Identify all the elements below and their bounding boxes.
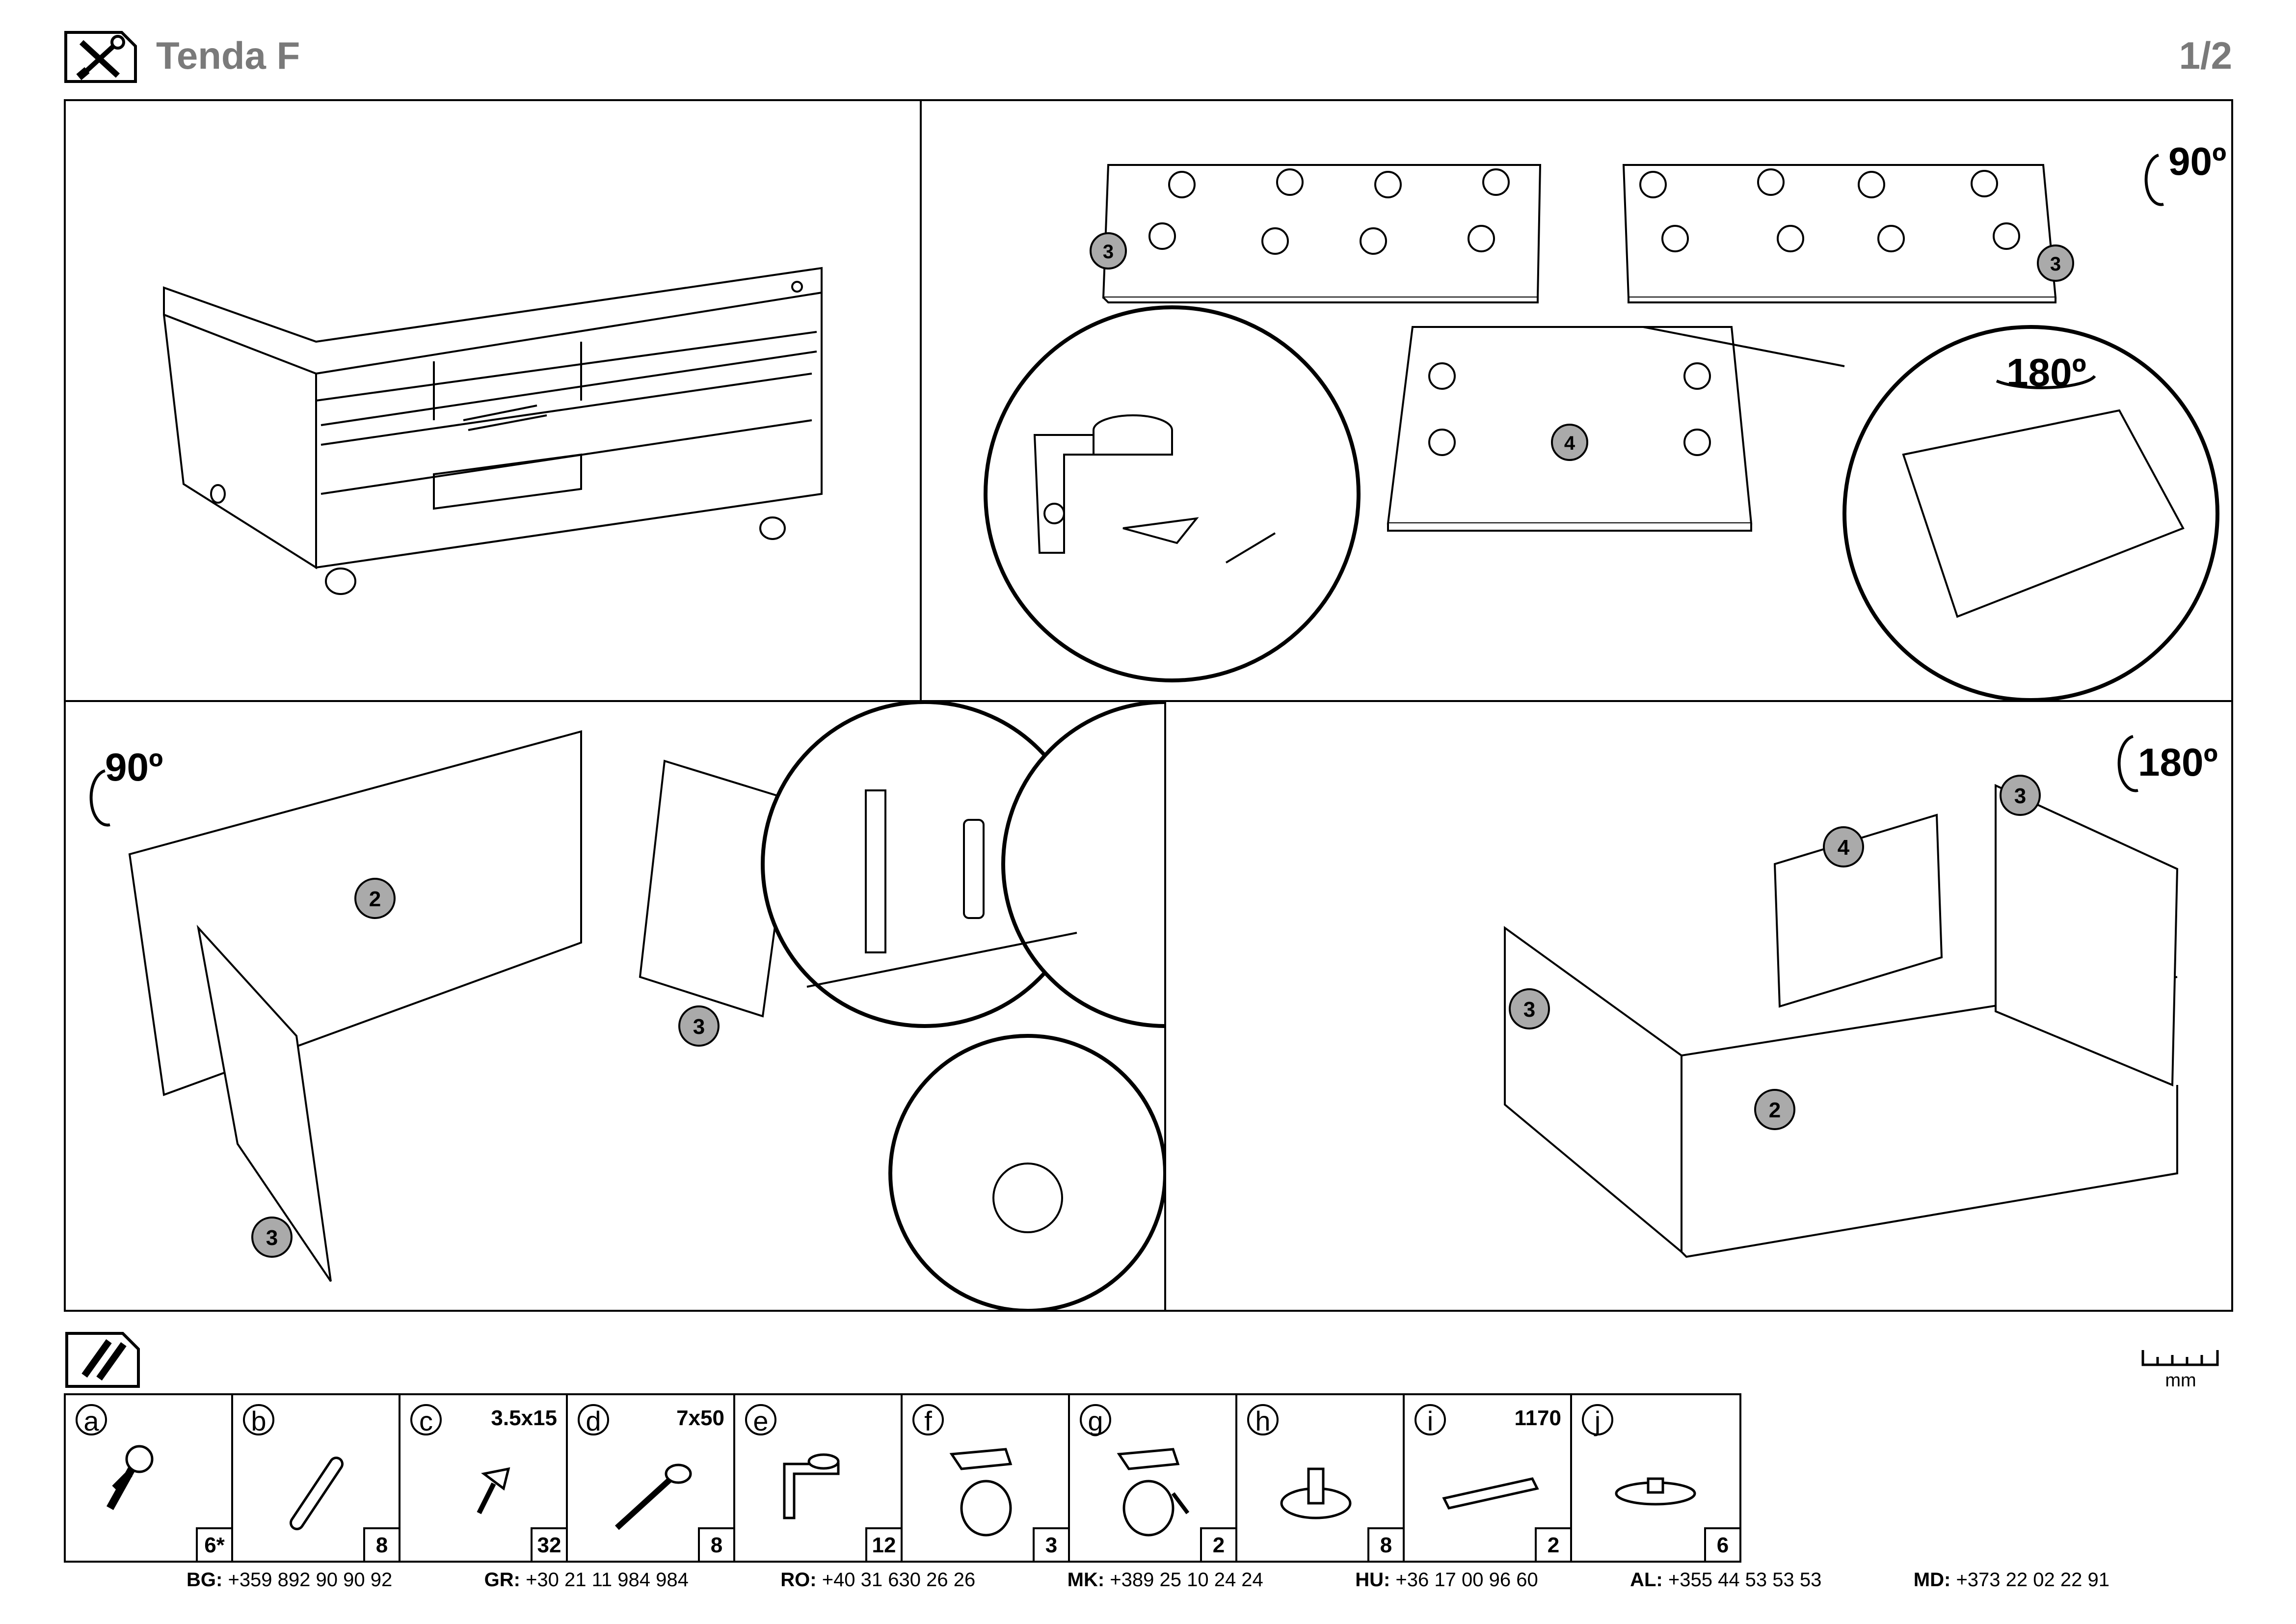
contact-item: MK: +389 25 10 24 24 (1068, 1569, 1263, 1591)
rotate-180-label: 180º (2006, 351, 2086, 394)
contact-phone: +30 21 11 984 984 (526, 1569, 689, 1591)
part-quantity: 2 (1200, 1527, 1235, 1561)
part-cell-d: d 7x50 8 (568, 1395, 735, 1561)
part-cell-a: a 6* (66, 1395, 233, 1561)
svg-text:3: 3 (693, 1015, 705, 1039)
part-cell-e: e 12 (735, 1395, 903, 1561)
part-dimension: 1170 (1514, 1406, 1561, 1430)
contact-code: MK: (1067, 1569, 1105, 1591)
contact-item: RO: +40 31 630 26 26 (780, 1569, 975, 1591)
contact-code: HU: (1355, 1569, 1390, 1591)
part-quantity: 8 (698, 1527, 733, 1561)
part-letter: e (745, 1404, 776, 1436)
part-letter: d (578, 1404, 609, 1436)
contact-code: BG: (187, 1569, 223, 1591)
part-g-icon (1117, 1448, 1190, 1537)
part-quantity: 6* (196, 1527, 231, 1561)
contact-code: GR: (484, 1569, 520, 1591)
rotate-180-label-2: 180º (2138, 740, 2218, 784)
part-quantity: 6 (1704, 1527, 1739, 1561)
svg-text:4: 4 (1564, 433, 1575, 454)
part-quantity: 3 (1033, 1527, 1068, 1561)
panel-step-brackets: 3 3 4 (920, 99, 2233, 702)
part-quantity: 8 (1367, 1527, 1403, 1561)
panel-step-assembly: 4 3 3 2 180º (1164, 700, 2233, 1312)
rotate-90-label-2: 90º (105, 745, 163, 789)
svg-text:3: 3 (2050, 253, 2061, 275)
part-letter: f (912, 1404, 944, 1436)
page-number: 1/2 (2179, 34, 2232, 77)
svg-text:3: 3 (2014, 784, 2026, 808)
scale-unit: mm (2165, 1370, 2196, 1389)
tools-icon (64, 30, 137, 86)
contact-code: RO: (780, 1569, 817, 1591)
part-cell-c: c 3.5x15 32 (400, 1395, 568, 1561)
contact-item: BG: +359 892 90 90 92 (187, 1569, 392, 1591)
contact-item: AL: +355 44 53 53 53 (1630, 1569, 1821, 1591)
part-quantity: 32 (531, 1527, 566, 1561)
part-e-icon (783, 1453, 840, 1519)
contact-phone: +36 17 00 96 60 (1395, 1569, 1538, 1591)
contact-phone: +359 892 90 90 92 (228, 1569, 393, 1591)
part-quantity: 8 (363, 1527, 399, 1561)
screws-icon (65, 1331, 140, 1391)
part-cell-i: i 1170 2 (1405, 1395, 1572, 1561)
part-quantity: 12 (865, 1527, 901, 1561)
part-letter: b (243, 1404, 274, 1436)
panel-step-sides: 2 3 3 90º (64, 700, 1333, 1313)
panel-finished-product (64, 99, 922, 702)
part-letter: i (1415, 1404, 1446, 1436)
rotate-90-label: 90º (2168, 139, 2226, 183)
ruler-icon: mm (2139, 1345, 2222, 1392)
part-letter: c (410, 1404, 442, 1436)
part-h-icon (1280, 1467, 1352, 1519)
svg-text:3: 3 (266, 1226, 278, 1250)
svg-text:4: 4 (1838, 836, 1850, 860)
contact-phone: +40 31 630 26 26 (822, 1569, 976, 1591)
page-title: Tenda F (156, 34, 300, 77)
part-f-icon (949, 1448, 1013, 1537)
part-letter: a (76, 1404, 107, 1436)
part-letter: h (1247, 1404, 1279, 1436)
svg-text:2: 2 (1769, 1098, 1781, 1122)
part-letter: j (1582, 1404, 1613, 1436)
svg-text:3: 3 (1523, 998, 1535, 1022)
part-j-icon (1615, 1477, 1696, 1506)
part-i-icon (1442, 1477, 1539, 1510)
contact-item: HU: +36 17 00 96 60 (1355, 1569, 1538, 1591)
part-d-icon (614, 1463, 692, 1530)
part-c-icon (477, 1467, 510, 1515)
contact-list: BG: +359 892 90 90 92 GR: +30 21 11 984 9… (187, 1569, 2109, 1591)
contact-code: AL: (1630, 1569, 1663, 1591)
svg-text:3: 3 (1103, 241, 1114, 263)
contact-item: MD: +373 22 02 22 91 (1914, 1569, 2109, 1591)
part-dimension: 3.5x15 (491, 1406, 557, 1430)
part-quantity: 2 (1535, 1527, 1570, 1561)
svg-text:2: 2 (369, 887, 381, 911)
contact-item: GR: +30 21 11 984 984 (484, 1569, 689, 1591)
contact-phone: +355 44 53 53 53 (1668, 1569, 1822, 1591)
contact-phone: +389 25 10 24 24 (1110, 1569, 1263, 1591)
contact-code: MD: (1913, 1569, 1951, 1591)
part-a-icon (107, 1445, 154, 1510)
contact-phone: +373 22 02 22 91 (1956, 1569, 2109, 1591)
part-dimension: 7x50 (676, 1406, 724, 1430)
part-b-icon (290, 1457, 344, 1530)
part-letter: g (1080, 1404, 1111, 1436)
